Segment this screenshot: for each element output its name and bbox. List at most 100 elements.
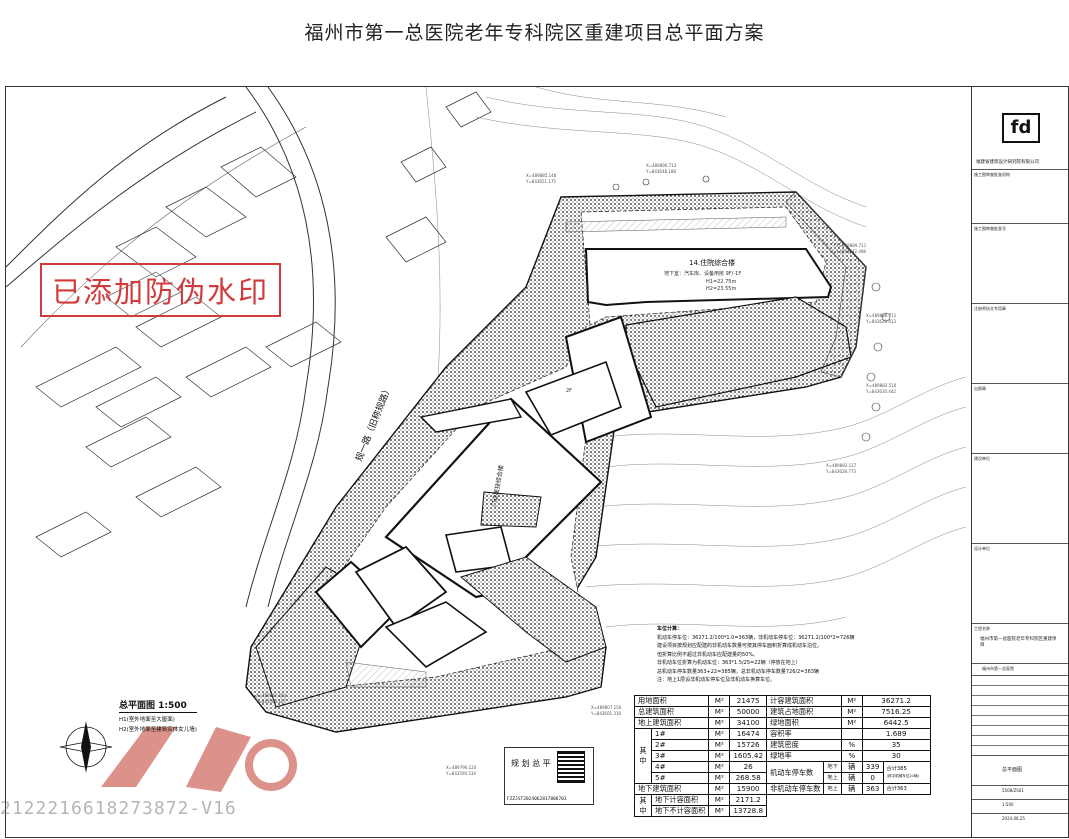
brand-watermark [101, 727, 297, 792]
table-row: 3# M² 1605.42 绿地率 % 30 [635, 750, 931, 762]
table-cell: 339 [861, 761, 884, 773]
table-cell: 地下建筑面积 [633, 783, 710, 795]
table-cell: 2# [650, 739, 710, 751]
table-row: 用地面积 M² 21475 计容建筑面积 M² 36271.2 [633, 695, 931, 707]
tb-row: 出图章 [972, 383, 1068, 454]
table-blank [767, 795, 930, 806]
table-cell: 268.58 [729, 772, 768, 784]
plan-legend: 总平面图 1:500 H1(室外地面至大屋面) H2(室外地面至建筑实体女儿墙) [119, 698, 197, 733]
tb-client: 福州市第一总医院 [982, 666, 1014, 671]
table-cell: M² [708, 739, 731, 751]
parking-notes: 车位计算： 机动车停车位：36271.2/100*1.0=363辆，非机动车停车… [657, 625, 867, 685]
neighbour-buildings [35, 91, 492, 558]
table-cell: M² [840, 706, 863, 718]
notes-line: 建设项目按规划应配建的非机动车数量可按其停车面积折算成机动车泊位。 [657, 643, 823, 649]
table-cell: 容积率 [766, 728, 842, 740]
building-14-meta-1: 地下室：汽车库、设备用房 9F/-1F [664, 270, 741, 277]
svg-text:Y=843628.773: Y=843628.773 [825, 469, 856, 474]
svg-text:X=489807.150: X=489807.150 [591, 705, 622, 710]
building-2f-label: 2F [566, 388, 572, 394]
table-row: 其中 1# M² 16474 容积率 1.689 [634, 728, 931, 784]
table-cell: 绿地面积 [766, 717, 842, 729]
security-watermark: 已添加防伪水印 [40, 263, 282, 317]
table-cell: 15726 [729, 739, 768, 751]
stamp-title: 规 划 总 平 [511, 759, 551, 768]
tb-row: 施工图审查批准机构 [972, 169, 1068, 224]
table-cell: M² [708, 772, 731, 784]
table-cell: M² [708, 750, 731, 762]
svg-text:Y=843639.413: Y=843639.413 [865, 319, 896, 324]
svg-text:Y=843630.442: Y=843630.442 [865, 389, 896, 394]
contour-lines [475, 87, 966, 628]
notes-line: 非机动车位折算为机动车位：363*1.5/25=22辆（停放在地上） [657, 660, 801, 666]
company-name: 福建省建筑设计研究院有限公司 [976, 160, 1039, 165]
tb-date: 2024.06.25 [1002, 816, 1025, 821]
notes-line: 但折算比例不超过非机动车应配建量的50%。 [657, 651, 759, 658]
table-cell: 合计363 [882, 783, 931, 795]
svg-text:Y=843601.318: Y=843601.318 [590, 711, 621, 716]
table-cell: 34100 [729, 717, 768, 729]
qr-code-icon [557, 751, 585, 783]
notes-heading: 车位计算： [657, 626, 683, 632]
table-row: 地下建筑面积 M² 15900 非机动车停车数 地上 辆 363 合计363 [633, 783, 931, 795]
tb-row: 2024.06.25 [972, 813, 1068, 837]
table-cell: 36271.2 [861, 695, 931, 707]
table-cell: 地上建筑面积 [633, 717, 710, 729]
tb-row: 施工图审查批准号 [972, 223, 1068, 304]
tb-row: 设计单位 [972, 543, 1068, 624]
svg-text:X=489796.120: X=489796.120 [446, 765, 477, 770]
table-cell: 非机动车停车数 [766, 783, 825, 795]
legend-item-h1: H1(室外地面至大屋面) [119, 717, 175, 723]
table-cell: M² [840, 717, 863, 729]
page-title: 福州市第一总医院老年专科院区重建项目总平面方案 [304, 22, 765, 44]
table-cell: 建筑密度 [766, 739, 842, 751]
svg-text:X=489896.713: X=489896.713 [646, 163, 677, 168]
tb-row: 工程名称 福州市第一总医院老年专科院区重建项目 [972, 623, 1068, 664]
table-cell: 0 [861, 772, 884, 784]
tb-row [972, 675, 1068, 756]
table-cell: 合计385(其中机械车位21辆) [882, 761, 931, 784]
indicator-table: 用地面积 M² 21475 计容建筑面积 M² 36271.2 总建筑面积 M²… [633, 695, 931, 817]
tb-scale: 1:500 [1002, 802, 1014, 807]
building-sw-2 [354, 545, 448, 629]
table-row: 2# M² 15726 建筑密度 % 35 [635, 739, 931, 751]
table-cell: 16474 [729, 728, 768, 740]
table-cell: 其中 [634, 794, 652, 817]
table-cell: 13728.8 [729, 805, 768, 817]
tb-label: 注册师执业专用章 [974, 306, 1006, 311]
tb-row: 福州市第一总医院 [972, 663, 1068, 676]
tb-row: 总平面图 [972, 755, 1068, 786]
table-cell: M² [840, 695, 863, 707]
building-14-meta-2: H1=22.75m [706, 279, 736, 285]
table-cell: % [840, 750, 863, 762]
table-row: 总建筑面积 M² 50000 建筑占地面积 M² 7516.25 [633, 706, 931, 718]
svg-text:X=489827.183: X=489827.183 [256, 693, 287, 698]
table-cell: 363 [861, 783, 884, 795]
table-cell: 辆 [840, 783, 863, 795]
table-cell: % [840, 739, 863, 751]
table-cell: M² [708, 805, 731, 817]
svg-text:X=489885.148: X=489885.148 [526, 173, 557, 178]
table-row: 4# M² 26 机动车停车数 地下 辆 339 合计385(其中机械车位21辆… [635, 761, 931, 784]
svg-text:Y=843590.534: Y=843590.534 [445, 771, 476, 776]
table-cell: 26 [729, 761, 768, 773]
table-cell: 机动车停车数 [766, 761, 825, 784]
table-cell: 6442.5 [861, 717, 931, 729]
table-row: 地下不计容面积 M² 13728.8 [635, 805, 931, 817]
tb-row: 注册师执业专用章 [972, 303, 1068, 384]
table-cell: 其中 [634, 728, 652, 784]
table-blank [767, 806, 930, 817]
tb-drawing-no: 5508/ZS01 [1002, 788, 1024, 793]
svg-text:Y=843651.175: Y=843651.175 [525, 179, 556, 184]
table-cell: 1.689 [861, 728, 931, 740]
table-cell: 1605.42 [729, 750, 768, 762]
table-cell: M² [708, 717, 731, 729]
svg-text:X=489882.510: X=489882.510 [866, 383, 897, 388]
signature-grid [972, 676, 1068, 756]
table-cell [840, 728, 863, 740]
tb-drawing: 总平面图 [1002, 767, 1023, 773]
table-cell: M² [708, 761, 731, 773]
tb-label: 设计单位 [974, 546, 990, 551]
tb-project: 福州市第一总医院老年专科院区重建项目 [980, 637, 1057, 648]
